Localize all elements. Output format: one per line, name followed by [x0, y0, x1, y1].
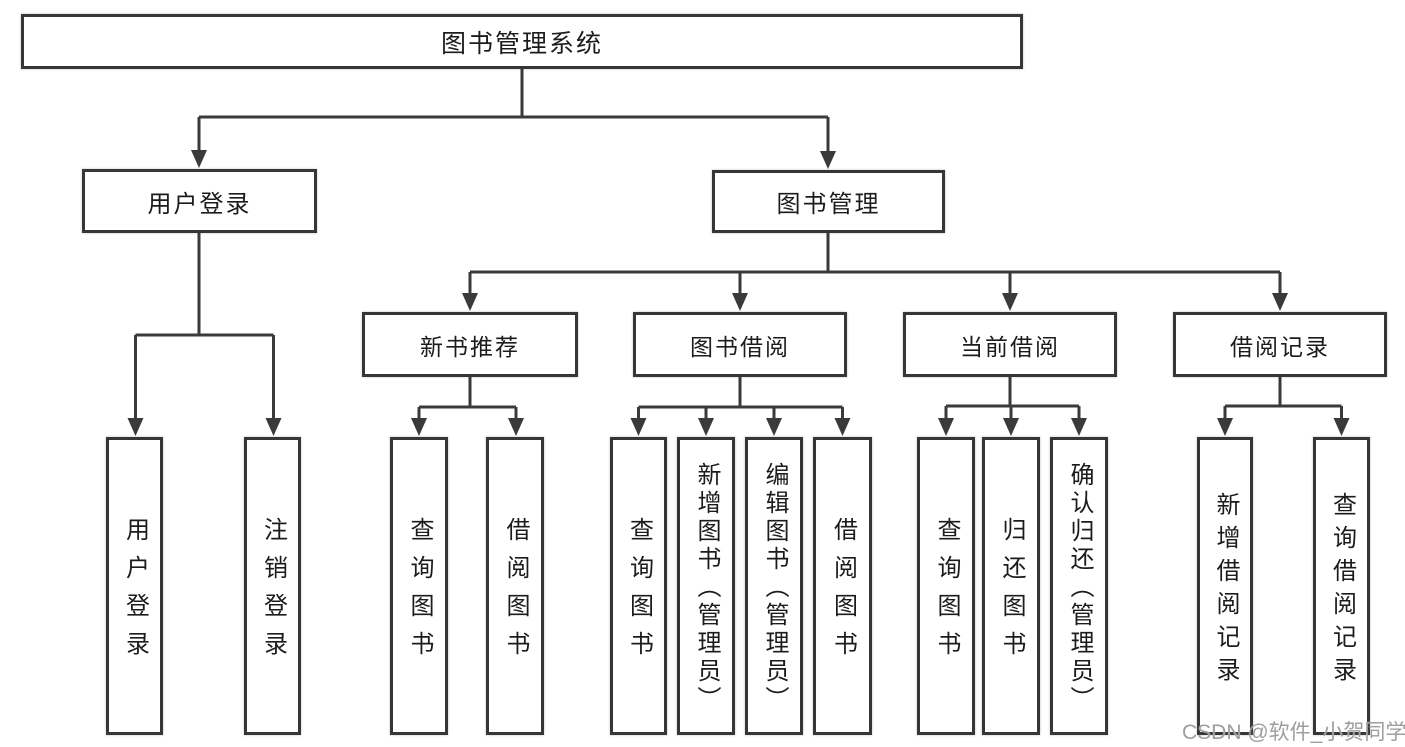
- node-book-management: 图书管理: [712, 170, 945, 233]
- node-label: 图书借阅: [690, 333, 790, 360]
- node-label: 图书管理系统: [440, 29, 603, 58]
- leaf-label: 借阅图书: [829, 517, 857, 669]
- node-borrow-record: 借阅记录: [1173, 312, 1387, 377]
- connector-new-book-branch: [411, 377, 524, 436]
- leaf-user-login: 用户登录: [106, 437, 163, 735]
- leaf-borrow-books-recommend: 借阅图书: [486, 437, 544, 735]
- leaf-return-books: 归还图书: [982, 437, 1040, 735]
- leaf-logout: 注销登录: [244, 437, 301, 735]
- leaf-label: 查询图书: [406, 517, 433, 669]
- leaf-label: 新增图书（管理员）: [693, 462, 720, 714]
- leaf-query-books-recommend: 查询图书: [390, 437, 448, 735]
- connector-root-to-level2: [191, 68, 836, 169]
- node-book-borrow: 图书借阅: [633, 312, 847, 377]
- connector-book-management-to-level3: [462, 233, 1288, 311]
- leaf-query-borrow-record: 查询借阅记录: [1313, 437, 1370, 735]
- node-label: 图书管理: [776, 191, 881, 218]
- leaf-add-borrow-record: 新增借阅记录: [1197, 437, 1253, 735]
- leaf-label: 用户登录: [121, 517, 149, 669]
- node-new-book-recommend: 新书推荐: [362, 312, 578, 377]
- leaf-query-books-current: 查询图书: [917, 437, 975, 735]
- node-label: 当前借阅: [960, 333, 1060, 360]
- csdn-watermark: CSDN @软件_小贺同学: [1182, 721, 1405, 744]
- node-user-login: 用户登录: [82, 169, 317, 233]
- node-label: 借阅记录: [1230, 333, 1330, 360]
- leaf-label: 查询图书: [625, 517, 653, 669]
- node-current-borrow: 当前借阅: [903, 312, 1117, 377]
- leaf-label: 确认归还（管理员）: [1066, 462, 1093, 714]
- leaf-edit-books-admin: 编辑图书（管理员）: [745, 437, 803, 735]
- connector-current-borrow-branch: [938, 377, 1087, 436]
- node-library-management-system: 图书管理系统: [21, 14, 1023, 69]
- connector-book-borrow-branch: [630, 377, 851, 436]
- node-label: 新书推荐: [420, 333, 520, 360]
- leaf-add-books-admin: 新增图书（管理员）: [677, 437, 735, 735]
- leaf-label: 注销登录: [259, 517, 287, 669]
- leaf-label: 新增借阅记录: [1212, 491, 1239, 690]
- leaf-label: 查询图书: [933, 517, 960, 669]
- leaf-label: 编辑图书（管理员）: [761, 462, 788, 714]
- node-label: 用户登录: [147, 190, 252, 218]
- connector-borrow-record-branch: [1217, 377, 1350, 436]
- leaf-borrow-books: 借阅图书: [813, 437, 872, 735]
- leaf-label: 归还图书: [998, 517, 1025, 669]
- leaf-label: 查询借阅记录: [1328, 491, 1356, 690]
- leaf-label: 借阅图书: [502, 517, 529, 669]
- leaf-query-books-borrow: 查询图书: [610, 437, 667, 735]
- leaf-confirm-return-admin: 确认归还（管理员）: [1050, 437, 1108, 735]
- connector-user-login-branch: [127, 233, 282, 436]
